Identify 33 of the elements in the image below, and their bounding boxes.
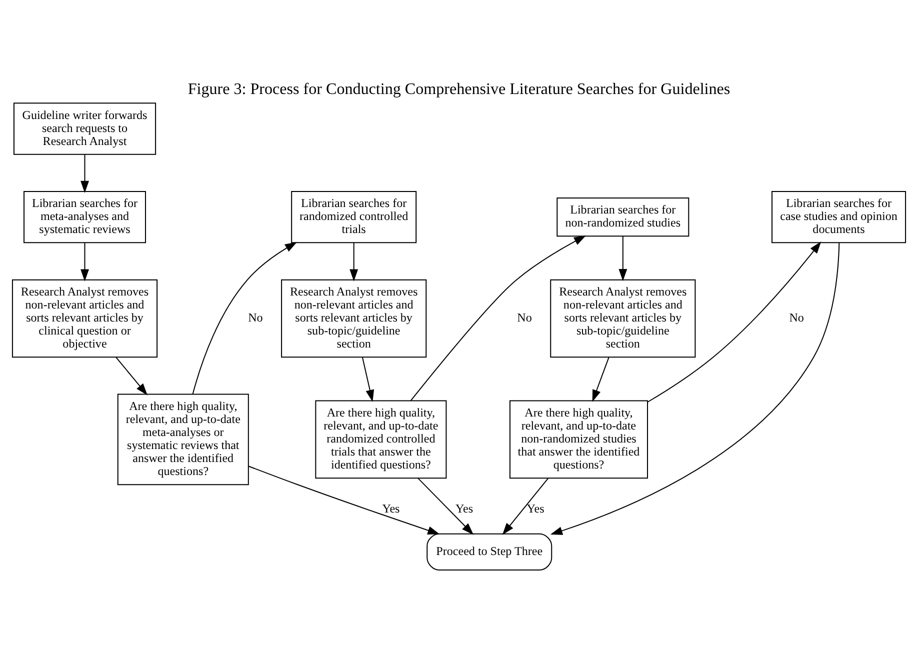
arrow bbox=[410, 235, 586, 400]
node-box: Research Analyst removes non-relevant articles and sorts relevant articles by clinical question or objective bbox=[12, 278, 158, 358]
node-box: Librarian searches for case studies and opinion documents bbox=[772, 190, 906, 243]
arrow bbox=[618, 236, 628, 281]
arrow bbox=[80, 154, 89, 192]
arrow bbox=[80, 242, 89, 281]
edge-label: No bbox=[517, 310, 532, 324]
arrow bbox=[418, 477, 474, 534]
node-box: Research Analyst removes non-relevant articles and sorts relevant articles by sub-topic/guideline section bbox=[281, 278, 427, 358]
arrow bbox=[647, 241, 822, 402]
edge-label: No bbox=[789, 310, 804, 324]
node-box: Librarian searches for randomized controlled trials bbox=[291, 190, 417, 243]
arrow bbox=[192, 241, 298, 394]
edge-label: Yes bbox=[382, 500, 400, 515]
diagram-title: Figure 3: Process for Conducting Comprehensive Literature Searches for Guidelines bbox=[188, 80, 730, 98]
edge-label: Yes bbox=[456, 500, 474, 515]
node-box: Librarian searches for non-randomized studies bbox=[556, 197, 690, 236]
node-box: Are there high quality, relevant, and up-to-date non-randomized studies that answer the identified questions? bbox=[509, 400, 648, 478]
arrow bbox=[592, 356, 610, 402]
node-box: Guideline writer forwards search requests to Research Analyst bbox=[13, 102, 156, 154]
node-box: Research Analyst removes non-relevant articles and sorts relevant articles by sub-topic/guideline section bbox=[550, 278, 696, 358]
arrow bbox=[248, 465, 440, 534]
edge-label: No bbox=[248, 310, 263, 324]
arrow bbox=[350, 242, 358, 281]
node-box: Are there high quality, relevant, and up-to-date randomized controlled trials that answer the identified questions? bbox=[315, 400, 447, 478]
arrow bbox=[116, 356, 148, 395]
arrow bbox=[550, 242, 840, 534]
arrow bbox=[502, 477, 549, 534]
arrow bbox=[362, 356, 374, 402]
node-box: Proceed to Step Three bbox=[426, 532, 552, 570]
node-box: Are there high quality, relevant, and up-to-date meta-analyses or systematic reviews that answer the identified questions? bbox=[117, 393, 249, 485]
edge-label: Yes bbox=[526, 500, 544, 515]
node-box: Librarian searches for meta-analyses and systematic reviews bbox=[24, 190, 146, 243]
